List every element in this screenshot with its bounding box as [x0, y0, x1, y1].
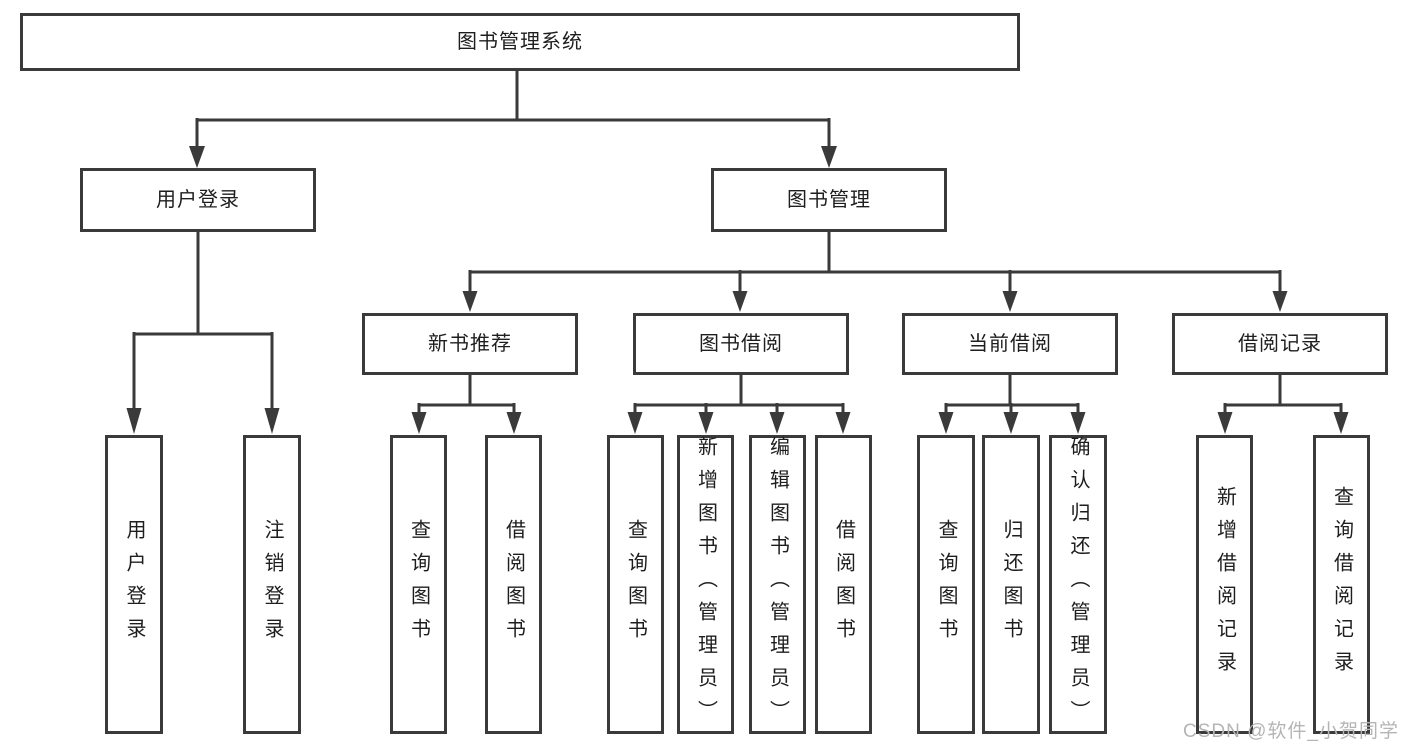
node-borrow-books-recommend: 借阅图书	[485, 435, 542, 734]
node-borrow-books-borrowing: 借阅图书	[815, 435, 872, 734]
node-label: 借阅图书	[832, 518, 855, 651]
node-label: 归还图书	[1000, 518, 1022, 651]
node-query-borrow-record: 查询借阅记录	[1313, 435, 1370, 734]
node-add-books-admin: 新增图书（管理员）	[677, 435, 734, 734]
node-label: 新增图书（管理员）	[694, 436, 717, 733]
node-query-books-borrowing: 查询图书	[607, 435, 664, 734]
node-user-login-branch: 用户登录	[80, 168, 316, 232]
node-label: 图书借阅	[699, 333, 783, 355]
node-label: 注销登录	[261, 518, 283, 651]
node-query-books-recommend: 查询图书	[390, 435, 447, 734]
node-add-borrow-record: 新增借阅记录	[1196, 435, 1253, 734]
node-current-borrowing: 当前借阅	[902, 313, 1118, 375]
node-label: 确认归还（管理员）	[1067, 436, 1089, 733]
node-label: 新书推荐	[428, 333, 512, 355]
node-edit-books-admin: 编辑图书（管理员）	[749, 435, 806, 734]
node-label: 查询图书	[624, 518, 647, 651]
node-label: 查询图书	[407, 518, 430, 651]
csdn-watermark: CSDN @软件_小贺同学	[1183, 721, 1399, 742]
node-library-management-system: 图书管理系统	[20, 13, 1020, 71]
node-label: 用户登录	[156, 189, 240, 211]
node-label: 查询借阅记录	[1330, 485, 1353, 684]
node-query-books-current: 查询图书	[917, 435, 975, 734]
node-confirm-return-admin: 确认归还（管理员）	[1049, 435, 1107, 734]
node-book-management-branch: 图书管理	[711, 168, 947, 232]
node-label: 借阅记录	[1238, 333, 1322, 355]
node-label: 图书管理系统	[457, 31, 583, 53]
node-label: 编辑图书（管理员）	[766, 436, 789, 733]
node-return-books: 归还图书	[982, 435, 1040, 734]
node-label: 用户登录	[123, 518, 145, 651]
node-logout: 注销登录	[243, 435, 301, 734]
node-label: 查询图书	[935, 518, 957, 651]
node-new-book-recommendation: 新书推荐	[362, 313, 578, 375]
node-label: 新增借阅记录	[1213, 485, 1236, 684]
node-label: 当前借阅	[968, 333, 1052, 355]
node-user-login: 用户登录	[105, 435, 163, 734]
node-label: 借阅图书	[502, 518, 525, 651]
node-borrowing-records: 借阅记录	[1172, 313, 1388, 375]
node-book-borrowing: 图书借阅	[633, 313, 849, 375]
node-label: 图书管理	[787, 189, 871, 211]
